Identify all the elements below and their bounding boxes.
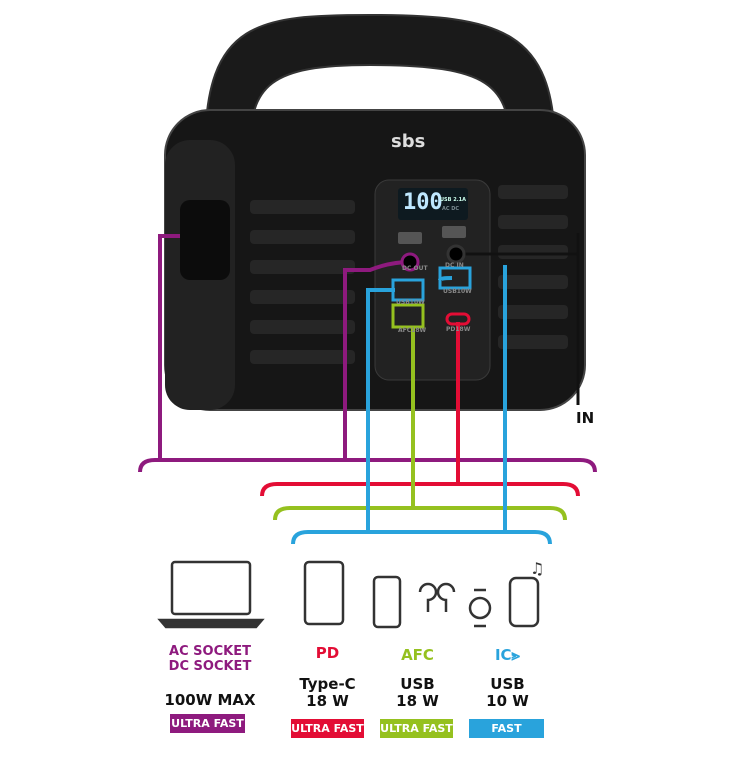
ic-type: USB [490, 675, 525, 693]
afc-badge: ULTRA FAST [380, 719, 453, 738]
connector-line-green [273, 328, 567, 521]
earbuds-icon [418, 582, 456, 612]
pd-badge: ULTRA FAST [291, 719, 364, 738]
usb-port-1-highlight [391, 278, 425, 302]
side-vents [250, 185, 568, 364]
smart-speaker-icon [508, 576, 540, 628]
ac-spec: 100W MAX [164, 691, 256, 709]
afc-type: USB [400, 675, 435, 693]
dc-socket-label: DC SOCKET [168, 658, 252, 674]
dc-out-port [400, 252, 420, 272]
afc-port-highlight [391, 303, 425, 329]
connector-line-red [260, 322, 580, 497]
lcd-display [398, 188, 468, 220]
connector-line-blue [291, 265, 552, 545]
usb1-label: USB10W [396, 299, 425, 306]
music-note-icon: ♫ [530, 559, 544, 578]
product-diagram: ♫ [138, 13, 597, 629]
dc-out-label: DC OUT [402, 265, 428, 272]
connector-line-in [462, 233, 580, 405]
afc-title: AFC [401, 646, 434, 664]
brand-logo: sbs [391, 131, 426, 152]
ic-logo: IC⪢ [494, 646, 521, 664]
display-usb-indicator: USB 2.1A [440, 197, 466, 203]
ic-badge: FAST CHARGE [469, 719, 544, 754]
laptop-icon [157, 560, 265, 629]
smartwatch-icon [468, 588, 492, 628]
pd-port-highlight [445, 312, 471, 326]
pd-label: PD18W [446, 326, 471, 333]
afc-label: AFC18W [398, 327, 427, 334]
dc-in-port [446, 244, 466, 264]
usb2-label: USB10W [443, 288, 472, 295]
ic-watts: 10 W [486, 692, 529, 711]
battery-display: 100 [403, 190, 443, 215]
smartphone-icon [372, 575, 402, 629]
pd-type: Type-C [299, 675, 356, 693]
pd-title: PD [315, 644, 340, 662]
ac-badge: ULTRA FAST [170, 714, 245, 733]
display-ac-dc-indicator: AC DC [442, 206, 460, 212]
usb-port-2-highlight [438, 266, 472, 290]
in-label: IN [576, 409, 595, 427]
power-button[interactable] [398, 232, 422, 244]
ac-button[interactable] [442, 226, 466, 238]
pd-watts: 18 W [306, 692, 349, 711]
tablet-icon [303, 560, 345, 626]
afc-watts: 18 W [396, 692, 439, 711]
dc-in-label: DC IN [445, 262, 464, 269]
ac-socket-label: AC SOCKET [169, 644, 251, 659]
ac-socket [180, 200, 230, 280]
